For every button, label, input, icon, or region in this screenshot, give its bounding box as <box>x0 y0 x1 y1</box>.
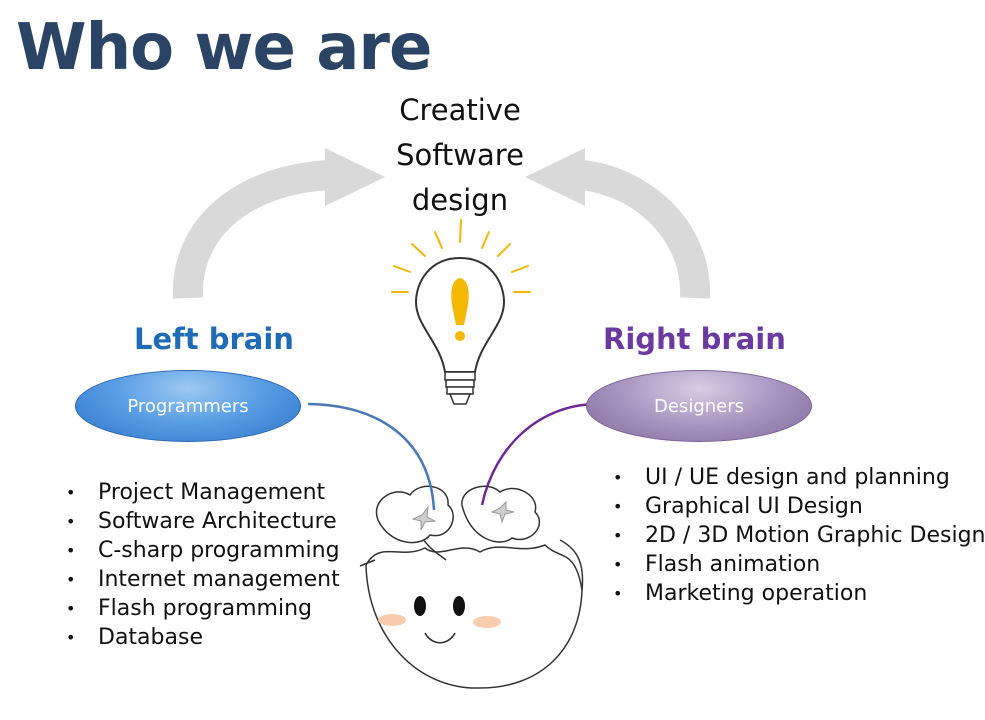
head-illustration-icon <box>359 485 584 689</box>
right-eye-icon <box>453 596 465 616</box>
list-item: C-sharp programming <box>66 536 340 565</box>
lightbulb-icon <box>391 219 531 405</box>
list-item: UI / UE design and planning <box>613 463 965 492</box>
left-connector-line <box>307 402 436 511</box>
center-label: Creative Software design <box>360 88 560 223</box>
left-skill-list: Project Management Software Architecture… <box>66 478 340 652</box>
left-arrow-icon <box>172 148 385 299</box>
list-item: Internet management <box>66 565 340 594</box>
list-item: Flash animation <box>613 550 965 579</box>
list-item: Project Management <box>66 478 340 507</box>
list-item: Flash programming <box>66 594 340 623</box>
left-brain-heading: Left brain <box>134 322 294 356</box>
list-item: Software Architecture <box>66 507 340 536</box>
left-cheek-icon <box>378 614 406 626</box>
list-item: Marketing operation <box>613 579 965 608</box>
list-item: 2D / 3D Motion Graphic Design <box>613 521 985 550</box>
right-arrow-icon <box>525 148 711 299</box>
right-skill-list: UI / UE design and planning Graphical UI… <box>613 463 985 608</box>
mouth-icon <box>424 632 456 644</box>
left-eye-icon <box>414 596 426 616</box>
right-brain-heading: Right brain <box>603 322 786 356</box>
page-title: Who we are <box>16 11 432 85</box>
right-cheek-icon <box>473 616 501 628</box>
diagram-artwork <box>172 148 711 689</box>
center-label-line: Software <box>396 138 524 172</box>
designers-ellipse: Designers <box>586 370 812 442</box>
center-label-line: design <box>411 183 509 217</box>
right-connector-line <box>480 402 597 506</box>
programmers-ellipse: Programmers <box>75 370 301 442</box>
list-item: Graphical UI Design <box>613 492 965 521</box>
center-label-line: Creative <box>399 93 521 127</box>
list-item: Database <box>66 623 340 652</box>
